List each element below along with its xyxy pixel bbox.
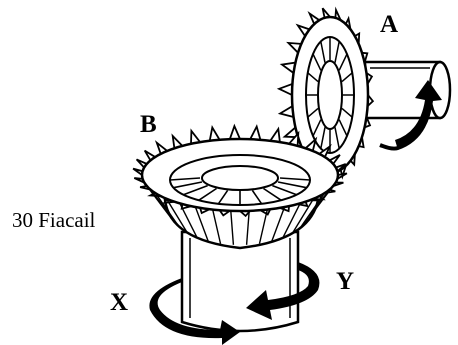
gear-b: [133, 126, 347, 248]
label-gear-a: A: [380, 12, 398, 37]
shaft-a: [365, 62, 450, 118]
label-gear-b: B: [140, 112, 157, 137]
gear-tooth: [230, 126, 240, 139]
gear-tooth: [279, 84, 292, 95]
gear-tooth: [250, 127, 260, 140]
label-direction-x: X: [110, 290, 128, 315]
gear-b-hub: [202, 166, 278, 190]
gear-a-hub: [318, 61, 342, 129]
label-tooth-count: 30 Fiacail: [12, 210, 95, 231]
label-direction-y: Y: [336, 269, 354, 294]
